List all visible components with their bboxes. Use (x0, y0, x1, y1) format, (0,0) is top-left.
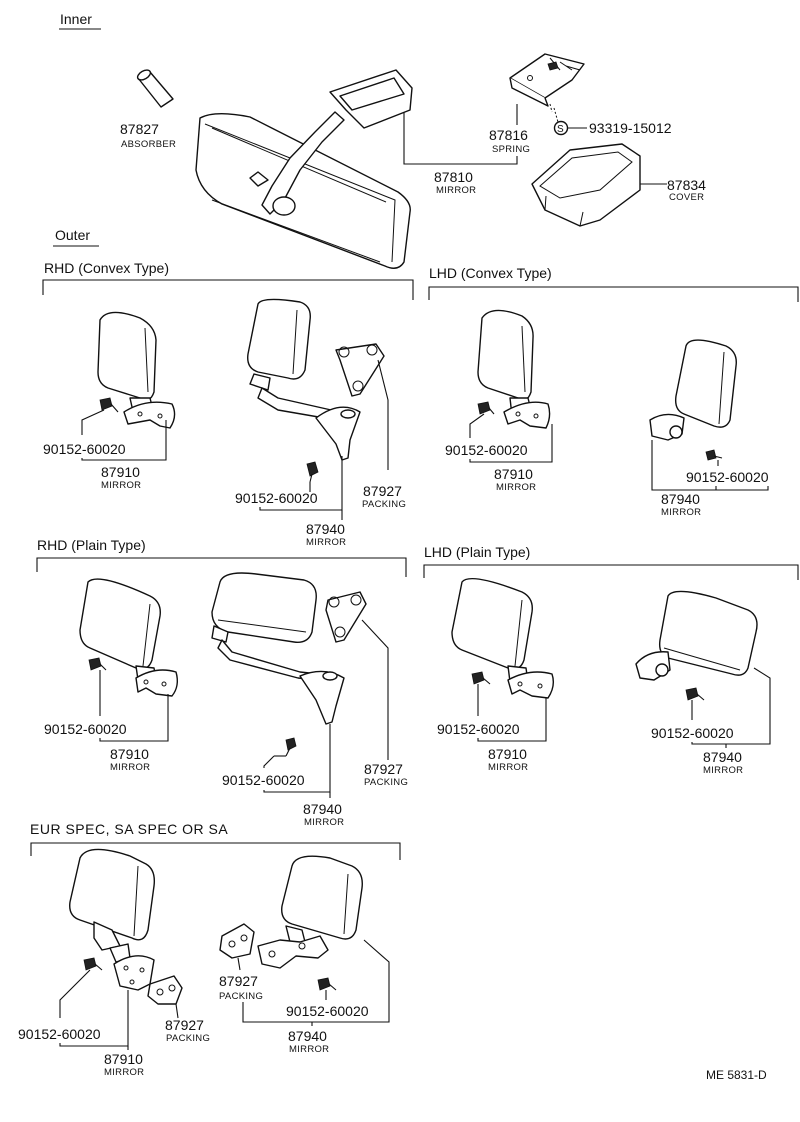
rhd-convex-87940-number: 87940 (306, 521, 345, 537)
lhd-convex-screw-b: 90152-60020 (686, 469, 769, 485)
eur-87927a-name: PACKING (166, 1033, 210, 1044)
screw-icon (285, 737, 297, 757)
rhd-plain-87940-number: 87940 (303, 801, 342, 817)
rhd-convex-87910-number: 87910 (101, 464, 140, 480)
spring-name: SPRING (492, 144, 530, 155)
screw-icon (685, 687, 705, 701)
eur-87910-name: MIRROR (104, 1067, 144, 1078)
rhd-plain-section: RHD (Plain Type) 90152-60020 87910 MIRRO… (36, 537, 408, 828)
eur-87927a-number: 87927 (165, 1017, 204, 1033)
lhd-convex-mirror-87910 (477, 309, 551, 429)
eur-screw-b: 90152-60020 (286, 1003, 369, 1019)
rhd-convex-mirror-87940 (247, 298, 361, 461)
packing-part (147, 975, 183, 1005)
absorber-part (136, 69, 174, 108)
lhd-convex-87940-name: MIRROR (661, 507, 701, 518)
rhd-convex-87927-number: 87927 (363, 483, 402, 499)
screw-symbol-label: S (557, 124, 564, 135)
eur-87940-number: 87940 (288, 1028, 327, 1044)
rhd-convex-87910-name: MIRROR (101, 480, 141, 491)
rhd-convex-mirror-87910 (97, 311, 176, 429)
rhd-convex-87927-name: PACKING (362, 499, 406, 510)
spring-part (509, 53, 585, 123)
screw-icon (705, 449, 723, 461)
eur-87910-number: 87910 (104, 1051, 143, 1067)
cover-part (531, 143, 641, 227)
screw-number: 93319-15012 (589, 120, 672, 136)
lhd-convex-screw-a: 90152-60020 (445, 442, 528, 458)
rhd-plain-87940-name: MIRROR (304, 817, 344, 828)
lhd-plain-87910-number: 87910 (488, 746, 527, 762)
absorber-name: ABSORBER (121, 139, 176, 150)
eur-screw-a: 90152-60020 (18, 1026, 101, 1042)
spring-number: 87816 (489, 127, 528, 143)
lhd-plain-screw-a: 90152-60020 (437, 721, 520, 737)
lhd-plain-mirror-87940 (635, 590, 758, 681)
rhd-plain-mirror-87940 (211, 572, 345, 725)
eur-mirror-87940 (257, 855, 363, 969)
lhd-convex-87910-number: 87910 (494, 466, 533, 482)
cover-name: COVER (669, 192, 704, 203)
lhd-plain-mirror-87910 (451, 577, 555, 699)
lhd-plain-87940-name: MIRROR (703, 765, 743, 776)
screw-icon (471, 671, 491, 685)
inner-heading: Inner (60, 11, 92, 27)
packing-part (335, 343, 385, 397)
rhd-convex-screw-b: 90152-60020 (235, 490, 318, 506)
rhd-convex-heading: RHD (Convex Type) (44, 260, 169, 276)
inner-mirror-part (195, 69, 413, 269)
lhd-plain-87910-name: MIRROR (488, 762, 528, 773)
cover-number: 87834 (667, 177, 706, 193)
screw-icon (83, 957, 103, 971)
rhd-plain-87910-name: MIRROR (110, 762, 150, 773)
rhd-plain-heading: RHD (Plain Type) (37, 537, 146, 553)
packing-part (219, 923, 255, 959)
inner-section: Inner 87827 ABSORBER (59, 11, 706, 269)
rhd-convex-section: RHD (Convex Type) 90152-60020 87910 MIRR… (42, 260, 414, 548)
absorber-number: 87827 (120, 121, 159, 137)
rhd-plain-screw-b: 90152-60020 (222, 772, 305, 788)
rhd-plain-87927-name: PACKING (364, 777, 408, 788)
eur-87927b-name: PACKING (219, 991, 263, 1002)
eur-mirror-87910 (69, 848, 156, 991)
lhd-convex-87940-number: 87940 (661, 491, 700, 507)
eur-heading: EUR SPEC, SA SPEC OR SA (30, 821, 228, 837)
eur-87940-name: MIRROR (289, 1044, 329, 1055)
lhd-plain-screw-b: 90152-60020 (651, 725, 734, 741)
rhd-convex-screw-a: 90152-60020 (43, 441, 126, 457)
lhd-convex-section: LHD (Convex Type) 90152-60020 87910 MIRR… (428, 265, 799, 518)
eur-section: EUR SPEC, SA SPEC OR SA 90152-60020 8791… (18, 821, 401, 1078)
outer-heading: Outer (55, 227, 90, 243)
rhd-plain-screw-a: 90152-60020 (44, 721, 127, 737)
lhd-plain-heading: LHD (Plain Type) (424, 544, 530, 560)
lhd-convex-heading: LHD (Convex Type) (429, 265, 552, 281)
screw-icon (317, 977, 337, 991)
lhd-convex-mirror-87940 (649, 339, 737, 441)
lhd-convex-87910-name: MIRROR (496, 482, 536, 493)
lhd-plain-87940-number: 87940 (703, 749, 742, 765)
screw-icon (99, 397, 119, 413)
eur-87927b-number: 87927 (219, 973, 258, 989)
drawing-code: ME 5831-D (706, 1068, 767, 1082)
mirror-87810-number: 87810 (434, 169, 473, 185)
lhd-plain-section: LHD (Plain Type) 90152-60020 87910 MIRRO… (423, 544, 799, 776)
screw-icon (477, 401, 495, 415)
mirror-87810-name: MIRROR (436, 185, 476, 196)
rhd-plain-mirror-87910 (79, 578, 179, 697)
rhd-plain-87927-number: 87927 (364, 761, 403, 777)
packing-part (325, 591, 367, 643)
rhd-plain-87910-number: 87910 (110, 746, 149, 762)
screw-icon (306, 461, 319, 483)
screw-icon (88, 657, 107, 671)
rhd-convex-87940-name: MIRROR (306, 537, 346, 548)
